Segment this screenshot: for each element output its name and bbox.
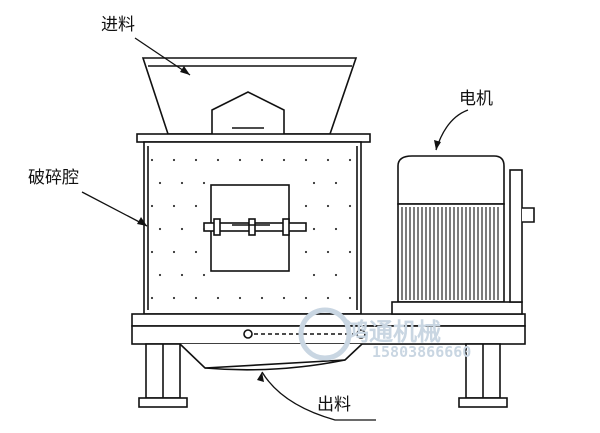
bolt-dot [304,250,308,254]
left-leg [138,343,188,408]
bolt-dot [326,204,330,208]
motor [391,155,535,315]
bolt-dot [326,250,330,254]
bolt-dot [304,296,308,300]
label-inlet: 进料 [101,15,135,35]
bolt-dot [334,181,338,185]
bolt-dot [194,296,198,300]
bolt-dot [180,273,184,277]
bolt-dot [150,158,154,162]
bolt-dot [282,158,286,162]
bolt-dot [172,296,176,300]
chamber-leader [81,191,148,227]
watermark-logo-icon [298,307,352,361]
feed-hopper [141,57,358,137]
bolt-dot [334,273,338,277]
watermark: 鸿通机械 15803866660 [298,307,471,361]
bolt-dot [172,204,176,208]
bolt-dot [202,273,206,277]
bolt-dot [172,158,176,162]
right-leg [458,343,508,408]
bolt-dot [172,250,176,254]
bolt-dot [202,227,206,231]
bolt-dot [348,296,352,300]
discharge-chute [179,343,363,371]
bolt-dot [312,181,316,185]
bolt-dot [348,250,352,254]
bolt-dot [348,204,352,208]
bolt-dot [282,296,286,300]
motor-leader [435,109,469,151]
watermark-brand: 鸿通机械 [345,318,441,346]
bolt-dot [158,181,162,185]
bolt-dot [216,296,220,300]
base-frame [131,313,526,345]
bolt-dot [348,158,352,162]
bolt-dot [312,273,316,277]
bolt-dot [326,158,330,162]
bolt-dot [180,181,184,185]
liner-bolt-dots [150,158,352,300]
bolt-dot [194,204,198,208]
bolt-dot [304,204,308,208]
bolt-dot [194,250,198,254]
bolt-dot [304,158,308,162]
inlet-leader [134,37,191,76]
crushing-chamber [136,133,371,315]
bolt-dot [158,227,162,231]
bolt-dot [194,158,198,162]
bolt-dot [238,296,242,300]
bolt-dot [150,250,154,254]
bolt-dot [334,227,338,231]
bolt-dot [326,296,330,300]
bolt-dot [158,273,162,277]
bolt-dot [312,227,316,231]
bolt-dot [150,296,154,300]
bolt-dot [180,227,184,231]
bolt-dot [216,158,220,162]
bolt-dot [150,204,154,208]
bolt-dot [260,296,264,300]
outlet-leader [261,371,376,421]
watermark-phone: 15803866660 [372,343,471,361]
label-crushing-chamber: 破碎腔 [28,168,79,188]
label-motor: 电机 [459,89,493,109]
bolt-dot [238,158,242,162]
bolt-dot [260,158,264,162]
bolt-dot [202,181,206,185]
label-outlet: 出料 [317,395,351,415]
